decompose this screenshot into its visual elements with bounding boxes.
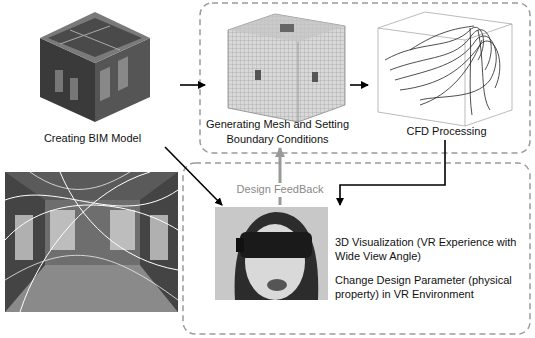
caption-block: Generating Mesh and Setting Boundary Con… bbox=[205, 117, 350, 146]
bim-model bbox=[40, 12, 150, 122]
vr-region bbox=[183, 163, 530, 334]
cfd-node: CFD Processing bbox=[368, 8, 525, 140]
vr-screenshot bbox=[5, 172, 178, 312]
edge-label: Design FeedBack bbox=[235, 183, 326, 196]
mesh-cube bbox=[228, 14, 345, 122]
cfd-streamlines bbox=[378, 12, 512, 126]
vr-node: 3D Visualization (VR Experience with Wid… bbox=[213, 205, 528, 305]
caption-block: CFD Processing bbox=[368, 124, 525, 138]
flow-arrow bbox=[350, 84, 368, 86]
description-text: 3D Visualization (VR Experience with Wid… bbox=[335, 235, 526, 264]
description-text: Change Design Parameter (physical proper… bbox=[335, 273, 526, 302]
bim-node: Creating BIM Model bbox=[5, 5, 180, 147]
node-label: Generating Mesh and Setting Boundary Con… bbox=[205, 117, 350, 146]
vr-photo bbox=[215, 207, 328, 300]
node-label: CFD Processing bbox=[368, 124, 525, 138]
caption-block: Creating BIM Model bbox=[5, 131, 180, 145]
flow-arrow bbox=[165, 147, 222, 205]
node-label: Creating BIM Model bbox=[5, 131, 180, 145]
flow-arrow bbox=[180, 84, 205, 86]
mesh-node: Generating Mesh and Setting Boundary Con… bbox=[205, 8, 350, 148]
process-region bbox=[200, 3, 530, 153]
flow-arrow bbox=[340, 140, 445, 205]
